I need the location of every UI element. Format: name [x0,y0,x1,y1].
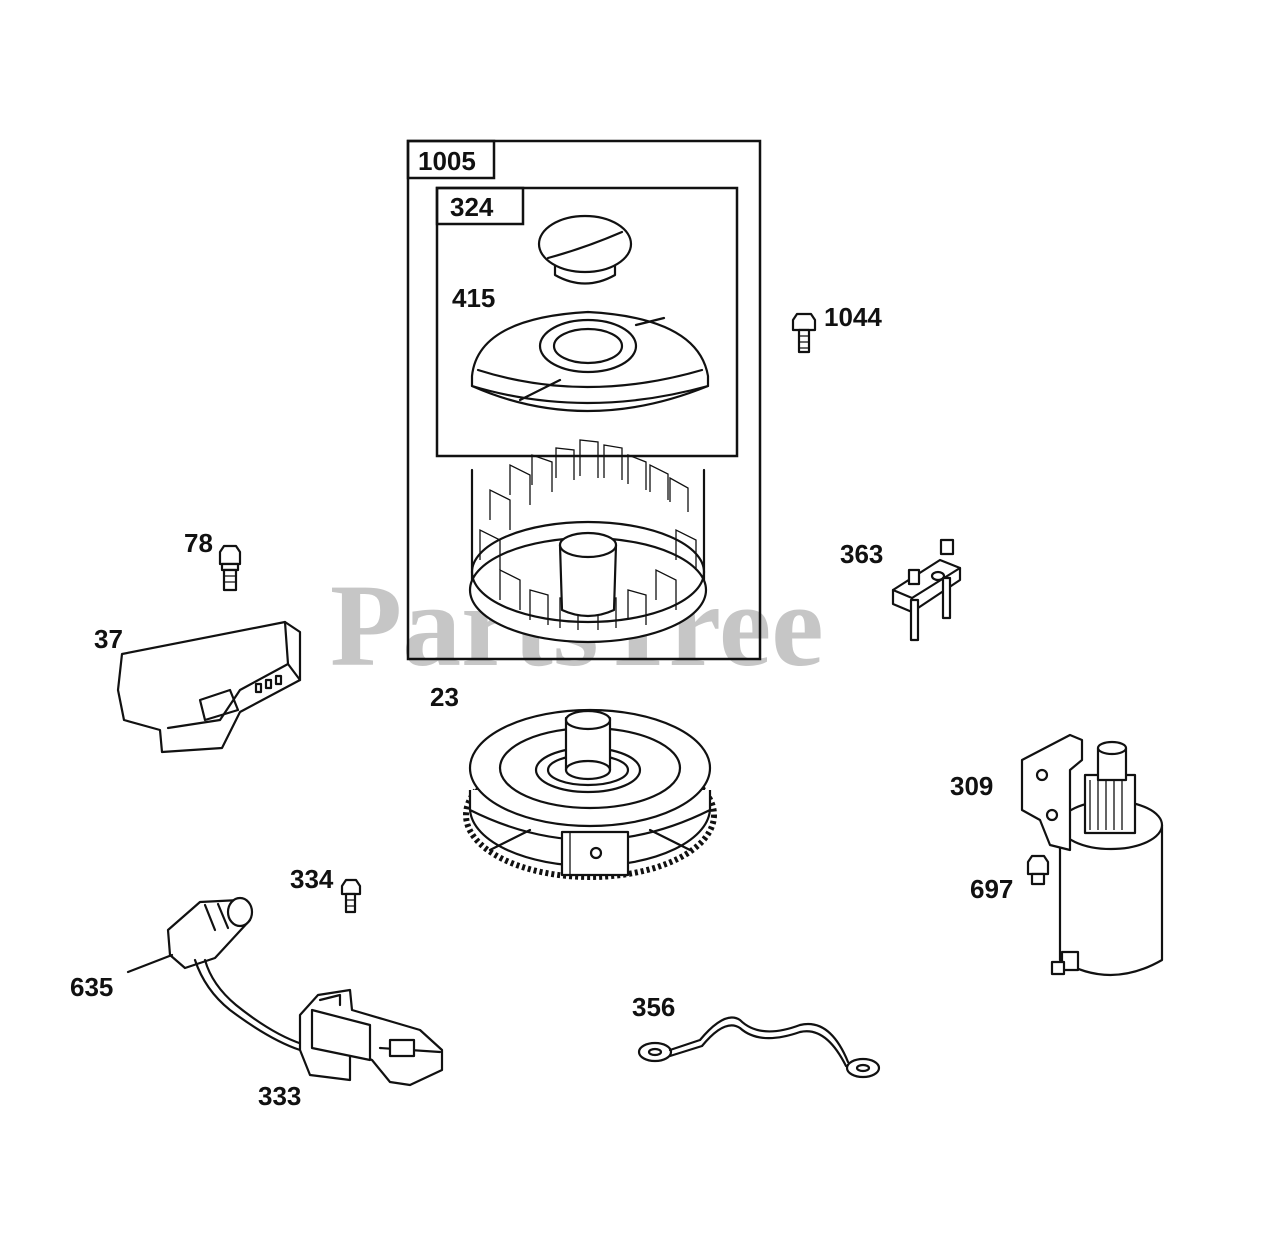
callout-333: 333 [258,1081,301,1111]
assembly-label: 1005 [418,146,476,176]
sub-assembly-box-324: 324 [435,186,739,458]
bracket-363-part[interactable] [891,538,962,642]
rotating-screen-part[interactable] [470,310,710,413]
callout-23: 23 [430,682,459,712]
callout-356: 356 [632,992,675,1022]
screw-334-part[interactable] [340,878,362,914]
assembly-box-1005: 1005 [406,139,762,661]
cap-part[interactable] [537,214,633,285]
flywheel-part[interactable] [463,708,717,880]
callout-78: 78 [184,528,213,558]
callout-37: 37 [94,624,123,654]
callout-309: 309 [950,771,993,801]
ground-wire-part[interactable] [637,1016,881,1079]
spark-plug-boot-part[interactable] [126,896,304,1052]
bolt-697-part[interactable] [1026,854,1050,886]
ignition-armature-part[interactable] [298,988,444,1087]
callout-697: 697 [970,874,1013,904]
starter-motor-part[interactable] [1020,733,1164,976]
bolt-78-part[interactable] [218,544,242,592]
callout-1044: 1044 [824,302,882,332]
callout-363: 363 [840,539,883,569]
cooling-fan-part[interactable] [468,439,708,644]
air-guide-part[interactable] [116,620,302,754]
callout-415: 415 [452,283,495,313]
sub-assembly-label: 324 [450,192,494,222]
callout-334: 334 [290,864,334,894]
callout-635: 635 [70,972,113,1002]
bolt-1044-part[interactable] [791,312,817,354]
